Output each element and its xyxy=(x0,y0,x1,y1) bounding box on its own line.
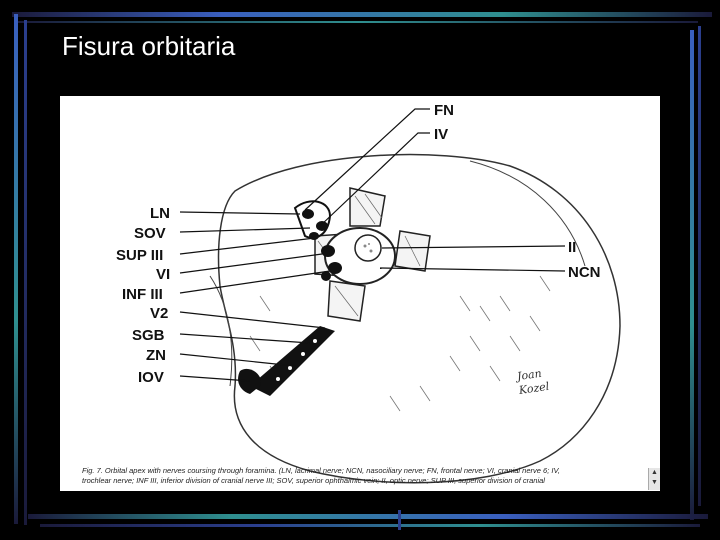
left-frame-bar xyxy=(14,14,18,524)
right-frame-bar-inner xyxy=(698,26,701,506)
label-ncn: NCN xyxy=(568,264,601,281)
scroll-down-icon[interactable]: ▼ xyxy=(651,479,658,486)
label-sgb: SGB xyxy=(132,327,165,344)
right-frame-bar xyxy=(690,30,694,520)
caption-scrollbar[interactable]: ▲ ▼ xyxy=(648,468,660,490)
label-vi: VI xyxy=(156,266,170,283)
figure-caption: Fig. 7. Orbital apex with nerves coursin… xyxy=(82,466,642,486)
bottom-frame-tick xyxy=(398,510,401,530)
top-frame-bar-thin xyxy=(18,21,698,23)
bottom-frame-bar-thin xyxy=(40,524,700,527)
artist-signature: Joan Kozel xyxy=(516,366,550,398)
label-iov: IOV xyxy=(138,369,164,386)
bottom-frame-bar xyxy=(28,514,708,519)
label-ln: LN xyxy=(150,205,170,222)
scroll-up-icon[interactable]: ▲ xyxy=(651,469,658,476)
label-zn: ZN xyxy=(146,347,166,364)
orbital-apex-diagram: LN SOV SUP III VI INF III V2 SGB ZN IOV … xyxy=(116,102,621,484)
label-v2: V2 xyxy=(150,305,168,322)
left-frame-bar-inner xyxy=(24,20,27,525)
label-inf-iii: INF III xyxy=(122,286,163,303)
label-fn: FN xyxy=(434,102,454,119)
caption-line-1: Fig. 7. Orbital apex with nerves coursin… xyxy=(82,466,560,475)
label-ii: II xyxy=(568,239,576,256)
label-sup-iii: SUP III xyxy=(116,247,163,264)
caption-line-2: trochlear nerve; INF III, inferior divis… xyxy=(82,476,545,485)
slide-title: Fisura orbitaria xyxy=(62,31,236,61)
label-sov: SOV xyxy=(134,225,166,242)
top-frame-bar xyxy=(12,12,712,17)
label-iv: IV xyxy=(434,126,448,143)
orbital-apex-figure: LN SOV SUP III VI INF III V2 SGB ZN IOV … xyxy=(60,96,660,491)
